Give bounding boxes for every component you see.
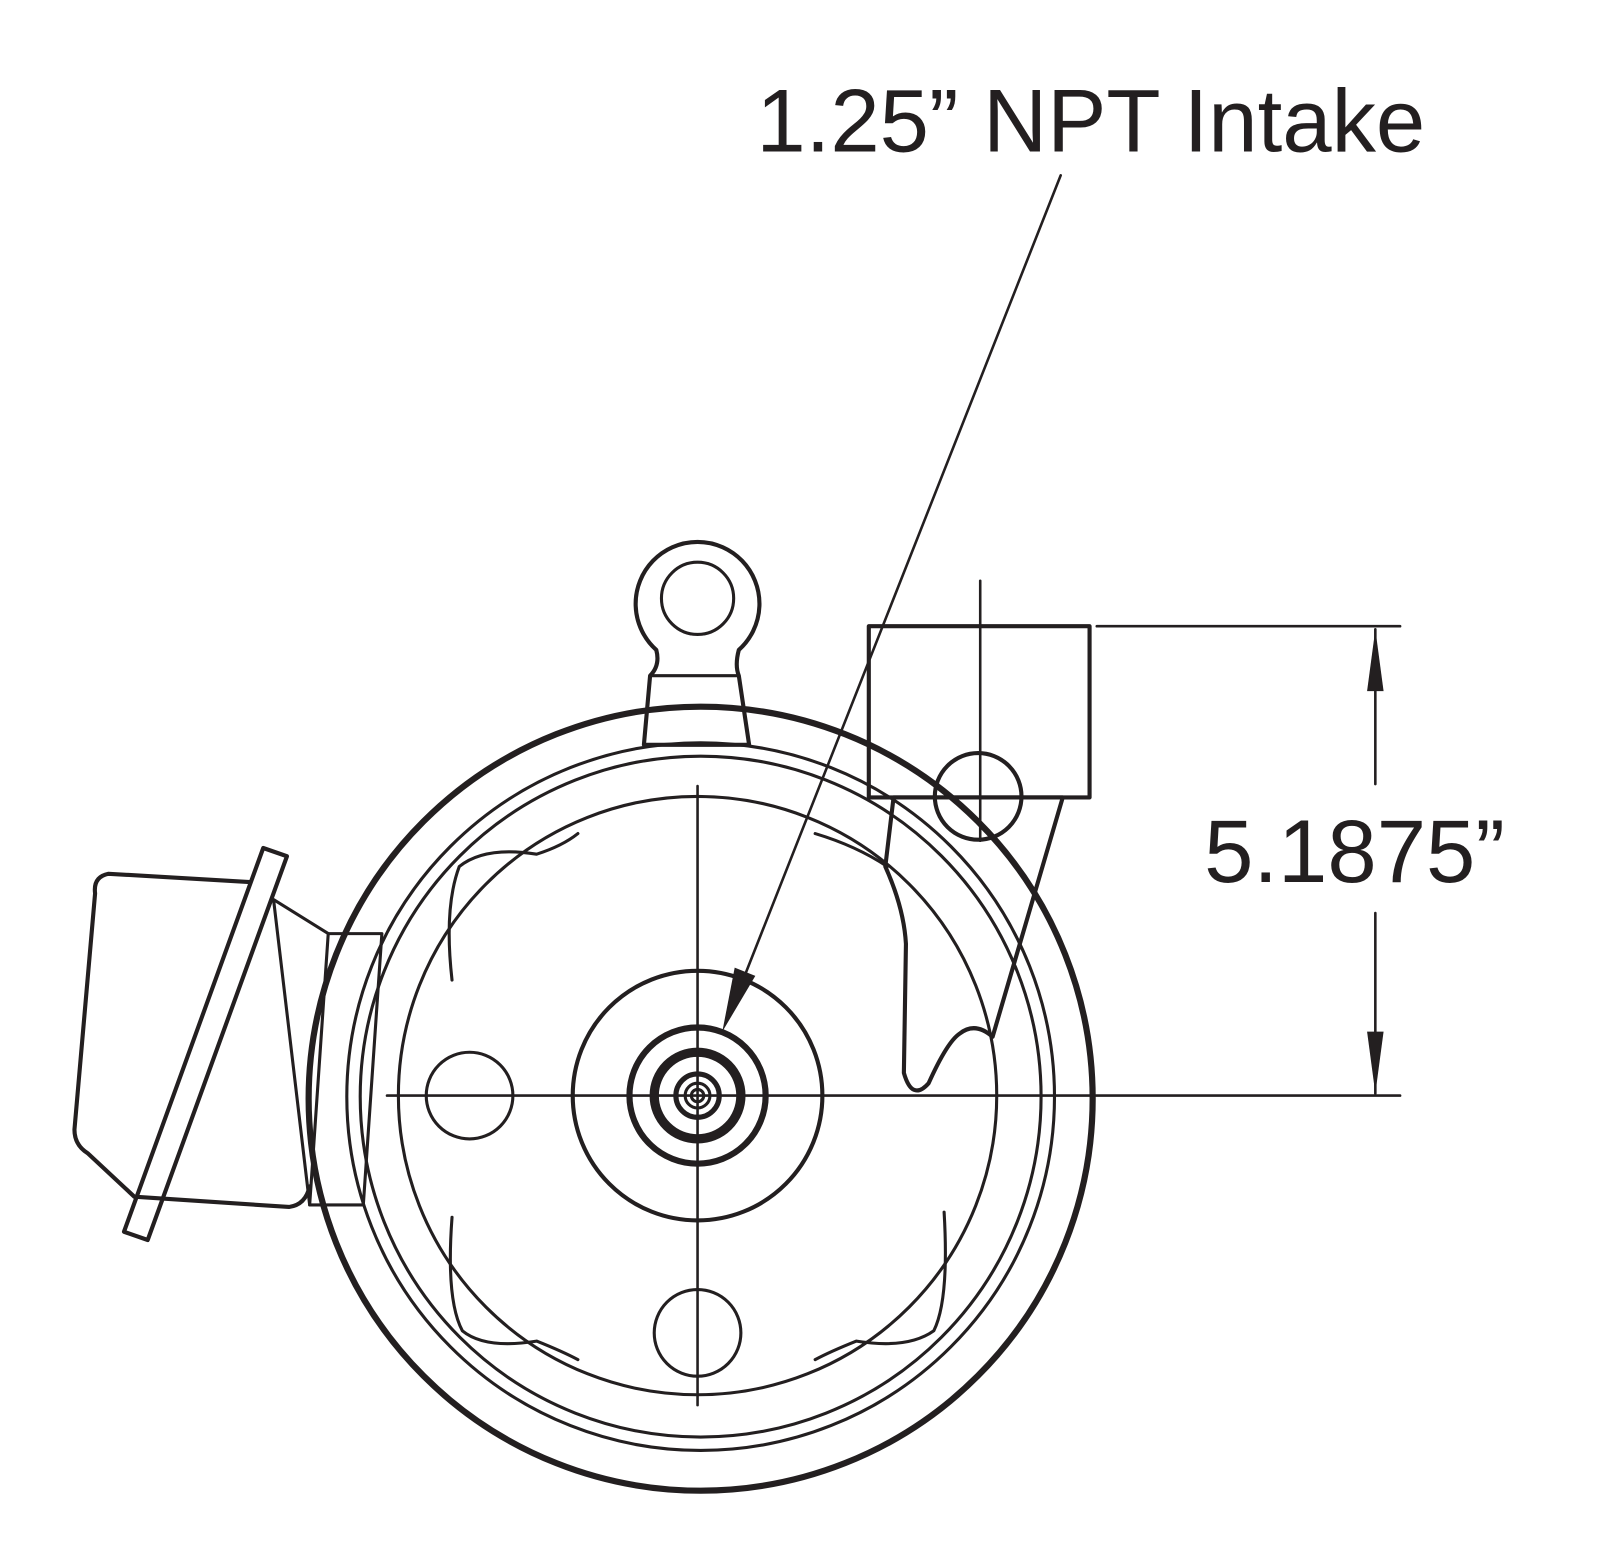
pulley-web-bottom-right bbox=[813, 1210, 947, 1362]
lifting-eye bbox=[633, 539, 762, 747]
height-dimension: 5.1875” bbox=[1095, 624, 1505, 1095]
arrow-down-icon bbox=[1367, 1031, 1384, 1094]
intake-callout: 1.25” NPT Intake bbox=[722, 72, 1425, 1032]
pulley-web-bottom-left bbox=[448, 1215, 580, 1362]
intake-label: 1.25” NPT Intake bbox=[756, 72, 1425, 171]
housing-outer-ring bbox=[305, 703, 1096, 1494]
outlet-neck bbox=[272, 898, 384, 1207]
lifting-eye-outline bbox=[633, 539, 762, 747]
bracket-bolt-hole bbox=[932, 751, 1024, 842]
centerlines bbox=[385, 784, 1402, 1407]
height-dimension-label: 5.1875” bbox=[1204, 802, 1505, 901]
intake-arrow-icon bbox=[722, 967, 756, 1032]
outlet-body bbox=[72, 871, 312, 1210]
bracket-arm bbox=[883, 795, 1065, 1093]
pulley-web-top-left bbox=[447, 832, 580, 982]
outlet-port bbox=[72, 845, 384, 1243]
outlet-flange bbox=[121, 845, 290, 1243]
arrow-up-icon bbox=[1367, 629, 1384, 692]
mounting-bracket bbox=[866, 579, 1092, 1093]
lifting-eye-hole bbox=[659, 560, 736, 636]
intake-leader-line bbox=[743, 174, 1062, 977]
pulley-web-top-right bbox=[813, 832, 889, 869]
